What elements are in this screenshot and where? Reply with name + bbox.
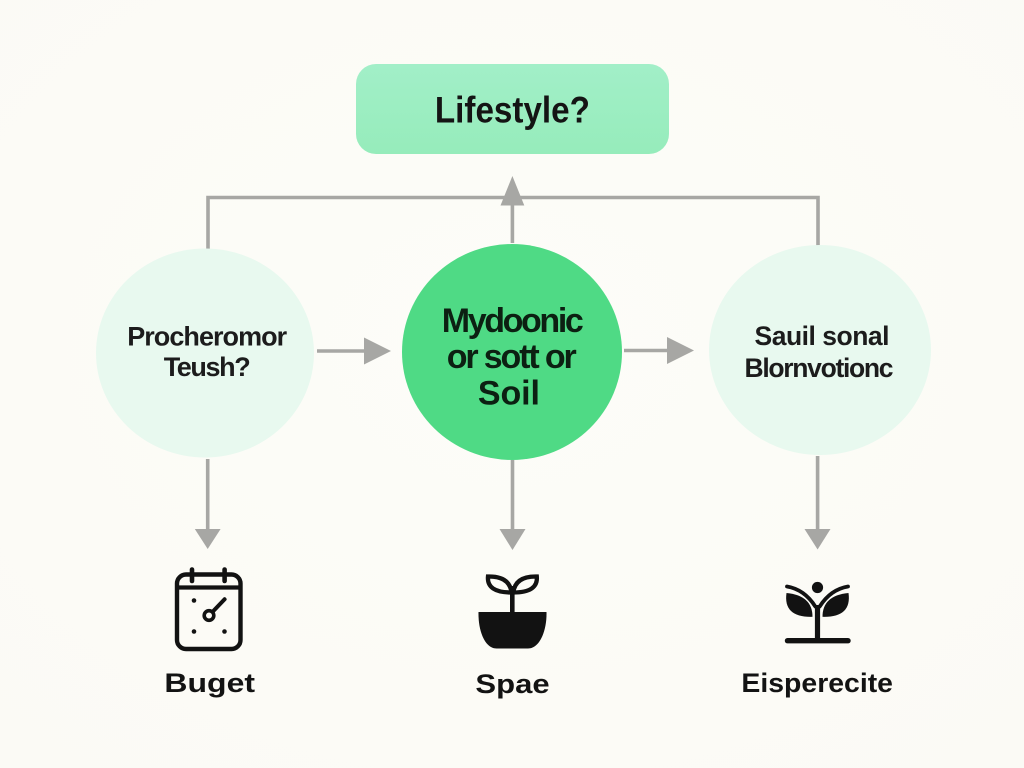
svg-text:Eisperecite: Eisperecite bbox=[741, 668, 893, 698]
svg-text:Mydoonic: Mydoonic bbox=[442, 302, 584, 340]
svg-text:Buget: Buget bbox=[164, 668, 255, 698]
svg-text:Blornvotionc: Blornvotionc bbox=[745, 353, 894, 383]
svg-text:Spae: Spae bbox=[475, 670, 549, 700]
svg-text:or sott or: or sott or bbox=[447, 338, 577, 376]
svg-text:Lifestyle?: Lifestyle? bbox=[435, 90, 590, 131]
svg-text:Teush?: Teush? bbox=[164, 352, 251, 382]
svg-text:Soil: Soil bbox=[478, 375, 540, 413]
svg-text:Procheromor: Procheromor bbox=[127, 322, 287, 352]
svg-text:Sauil sonal: Sauil sonal bbox=[755, 321, 890, 351]
